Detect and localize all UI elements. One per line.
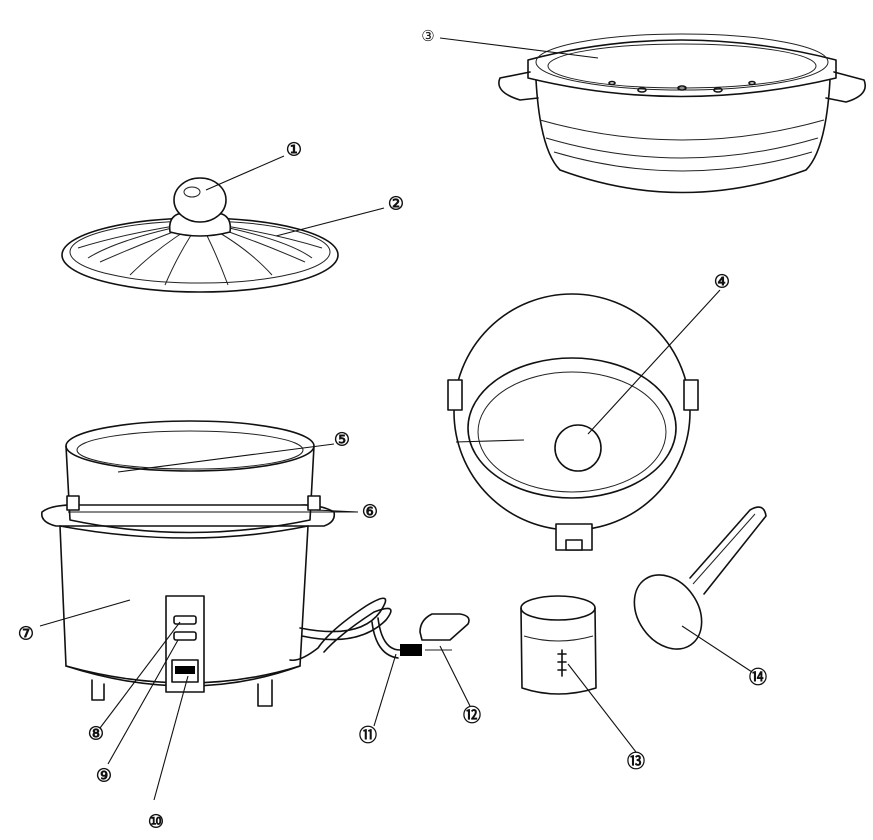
- callout-3: ③: [421, 27, 434, 45]
- callout-2: ②: [388, 194, 404, 215]
- callout-10: ⑩: [148, 812, 164, 833]
- steamer-tray: [498, 33, 866, 194]
- callouts: ① ② ③ ④ ⑤ ⑥ ⑦ ⑧ ⑨ ⑩ ⑪ ⑫ ⑬ ⑭: [18, 27, 767, 833]
- callout-14: ⑭: [749, 667, 767, 689]
- callout-8: ⑧: [88, 724, 104, 745]
- cooker-body: [40, 420, 336, 707]
- callout-9: ⑨: [96, 766, 112, 787]
- callout-11: ⑪: [359, 725, 377, 747]
- callout-7: ⑦: [18, 624, 34, 645]
- callout-12: ⑫: [463, 705, 481, 727]
- rice-paddle: [633, 506, 767, 650]
- lid: [61, 177, 339, 293]
- callout-13: ⑬: [627, 751, 645, 773]
- measuring-cup: [520, 595, 597, 695]
- inner-pot: [447, 293, 699, 551]
- power-cord: [289, 597, 470, 662]
- callout-5: ⑤: [334, 430, 350, 451]
- callout-6: ⑥: [362, 502, 378, 523]
- callout-4: ④: [714, 272, 730, 293]
- callout-1: ①: [286, 140, 302, 161]
- leader-lines: [39, 37, 753, 801]
